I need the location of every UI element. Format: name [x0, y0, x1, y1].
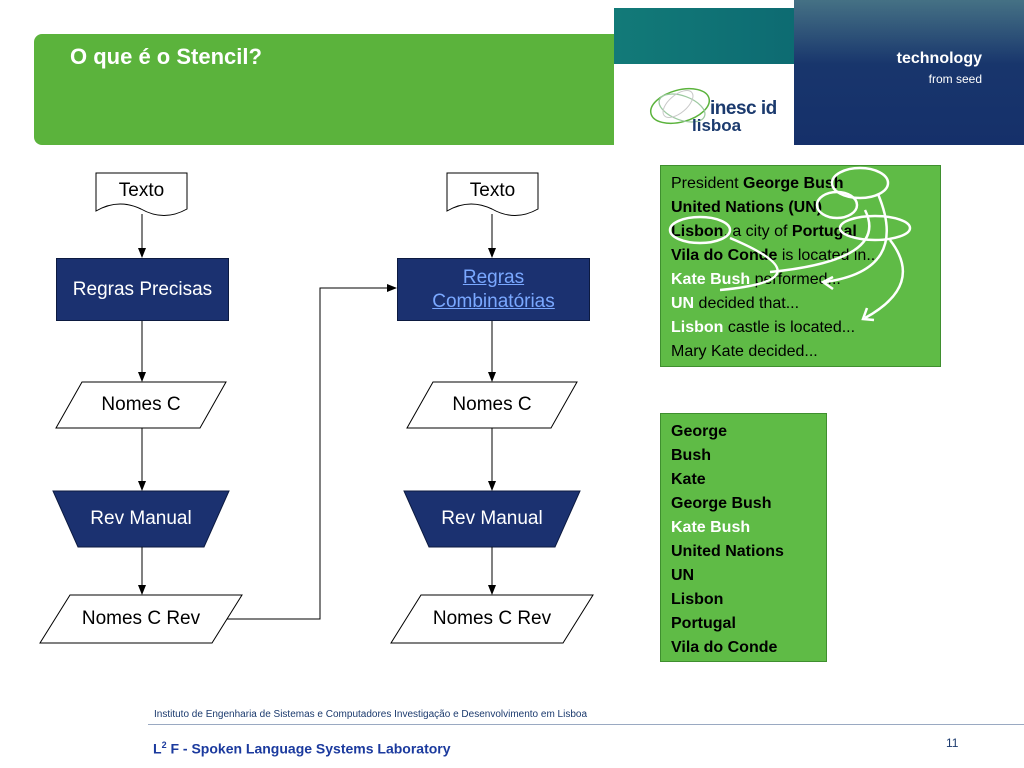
parallelogram-left-1	[55, 381, 227, 429]
list-item: United Nations	[671, 543, 784, 560]
document-shape-right	[446, 172, 539, 216]
dandelion-texture	[794, 0, 1024, 64]
flow-right-review: Rev Manual	[441, 508, 543, 529]
flow-left-input: Texto	[118, 180, 165, 201]
flow-left-rules: Regras Precisas	[56, 258, 229, 321]
list-item: UN	[671, 567, 695, 584]
tagline-main: technology	[896, 50, 982, 67]
flow-left-reviewed: Nomes C Rev	[81, 608, 201, 629]
rules-link-line2[interactable]: Combinatórias	[432, 290, 555, 312]
footer-divider	[148, 724, 1024, 725]
list-item: George Bush	[671, 495, 772, 512]
example-line: Lisbon castle is located...	[671, 319, 856, 336]
parallelogram-right-2	[390, 594, 594, 644]
example-line: Lisbon, a city of Portugal	[671, 223, 857, 240]
logo-text-inesc: inesc id	[710, 98, 777, 119]
example-line: UN decided that...	[671, 295, 800, 312]
logo-text-lisboa: lisboa	[692, 116, 742, 135]
rules-link-line1[interactable]: Regras	[462, 266, 525, 288]
list-item: Kate Bush	[671, 519, 751, 536]
example-line: United Nations (UN)	[671, 199, 823, 216]
footer-institute: Instituto de Engenharia de Sistemas e Co…	[154, 709, 588, 720]
example-line: Mary Kate decided...	[671, 343, 818, 360]
list-item: George	[671, 423, 728, 440]
list-item: Portugal	[671, 615, 736, 632]
trapezoid-right	[403, 490, 581, 548]
parallelogram-left-2	[39, 594, 243, 644]
flow-left-review: Rev Manual	[90, 508, 192, 529]
teal-band	[614, 8, 794, 64]
connector-arrow	[227, 284, 397, 620]
document-shape-left	[95, 172, 188, 216]
list-item: Kate	[671, 471, 706, 488]
tagline-sub: from seed	[928, 72, 982, 86]
footer-lab-name: L2 F - Spoken Language Systems Laborator…	[153, 740, 451, 757]
slide-title: O que é o Stencil?	[70, 44, 262, 69]
flow-left-names: Nomes C	[101, 394, 181, 415]
example-line: President George Bush	[671, 175, 844, 192]
example-line: Vila do Conde is located in...	[671, 247, 880, 264]
names-list-box: George Bush Kate George Bush Kate Bush U…	[660, 413, 827, 662]
flow-right-names: Nomes C	[452, 394, 532, 415]
logo-area	[614, 64, 794, 145]
list-item: Bush	[671, 447, 711, 464]
page-number: 11	[946, 736, 959, 750]
flow-right-rules: Regras Combinatórias	[397, 258, 590, 321]
trapezoid-left	[52, 490, 230, 548]
list-item: Vila do Conde	[671, 639, 778, 656]
examples-box: President George Bush United Nations (UN…	[660, 165, 941, 367]
parallelogram-right-1	[406, 381, 578, 429]
inesc-logo-swirl-icon	[649, 87, 711, 125]
flow-right-input: Texto	[469, 180, 516, 201]
list-item: Lisbon	[671, 591, 724, 608]
brand-panel: technology from seed	[794, 0, 1024, 145]
annotation-circles-arrows	[668, 166, 912, 322]
flow-right-reviewed: Nomes C Rev	[432, 608, 552, 629]
